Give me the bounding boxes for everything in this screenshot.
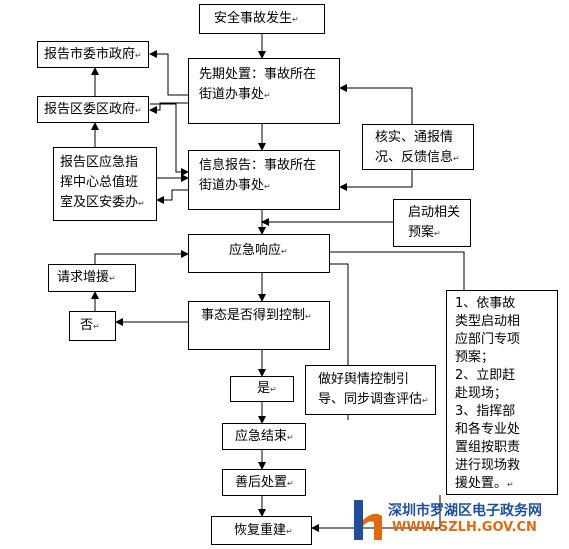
paragraph-mark: ↵ xyxy=(135,106,142,115)
node-text-line: 事态是否得到控制↵ xyxy=(201,308,312,323)
site-logo: 深圳市罗湖区电子政务网 WWW.SZLH.GOV.CN xyxy=(352,494,569,549)
node-text-line: 核实、通报情 xyxy=(375,130,454,145)
paragraph-mark: ↵ xyxy=(281,247,288,256)
edge-info-center xyxy=(156,189,188,204)
node-text-line: 是↵ xyxy=(257,381,277,396)
paragraph-mark: ↵ xyxy=(292,15,299,24)
node-report-district: 报告区委区政府↵ xyxy=(37,96,149,123)
node-text-line: 做好舆情控制引 xyxy=(318,372,410,387)
node-text-line: 否↵ xyxy=(80,318,100,333)
paragraph-mark: ↵ xyxy=(422,396,429,405)
edge-verify-initial xyxy=(339,84,413,124)
paragraph-mark: ↵ xyxy=(135,51,142,60)
node-response-actions: 1、依事故类型启动相应部门专项预案； 2、立即赶赴现场； 3、指挥部和各专业处置组按… xyxy=(446,290,558,495)
edge-district-info xyxy=(150,103,189,176)
node-text-line: 3、指挥部 xyxy=(455,404,516,419)
edge-reinforce-response xyxy=(94,250,189,264)
paragraph-mark: ↵ xyxy=(287,433,294,442)
node-text-line: 1、依事故 xyxy=(455,296,516,311)
paragraph-mark: ↵ xyxy=(286,527,293,536)
paragraph-mark: ↵ xyxy=(270,385,277,394)
node-emergency-end: 应急结束↵ xyxy=(222,423,306,450)
edge-initial-district xyxy=(149,102,188,114)
node-text-line: 街道办事处↵ xyxy=(199,178,271,193)
node-text-line: 进行现场救 xyxy=(455,458,521,473)
node-text-line: 先期处置：事故所在 xyxy=(199,67,317,82)
node-text-line: 导、同步调查评估↵ xyxy=(318,392,429,407)
node-text-line: 请求增援↵ xyxy=(57,270,116,285)
logo-mark-icon xyxy=(354,500,382,540)
paragraph-mark: ↵ xyxy=(305,312,312,321)
node-text-line: 报告区委区政府↵ xyxy=(44,102,142,117)
node-rebuild: 恢复重建↵ xyxy=(211,516,312,545)
node-text-line: 启动相关 xyxy=(408,205,461,220)
node-text-line: 援处置。↵ xyxy=(455,476,514,491)
node-info-report: 信息报告：事故所在街道办事处↵ xyxy=(188,150,340,210)
node-request-reinforcement: 请求增援↵ xyxy=(48,264,136,292)
paragraph-mark: ↵ xyxy=(93,322,100,331)
node-text-line: 置组按职责 xyxy=(455,440,521,455)
node-public-opinion: 做好舆情控制引导、同步调查评估↵ xyxy=(305,365,436,415)
node-text-line: 恢复重建↵ xyxy=(234,523,293,538)
edge-initial-city xyxy=(149,50,188,96)
node-text-line: 报告市委市政府↵ xyxy=(44,47,142,62)
node-text-line: 报告区应急指 xyxy=(60,155,139,170)
node-verify-report: 核实、通报情况、反馈信息↵ xyxy=(362,124,474,170)
node-text-line: 应急响应↵ xyxy=(229,243,288,258)
node-text-line: 预案↵ xyxy=(408,225,441,240)
node-activate-plan: 启动相关预案↵ xyxy=(393,199,471,247)
node-text-line: 类型启动相 xyxy=(455,314,521,329)
node-text-line: 街道办事处↵ xyxy=(199,87,271,102)
paragraph-mark: ↵ xyxy=(264,182,271,191)
node-aftermath: 善后处置↵ xyxy=(222,469,306,496)
paragraph-mark: ↵ xyxy=(453,154,460,163)
edge-response-actions xyxy=(330,251,465,290)
logo-name: 深圳市罗湖区电子政务网 xyxy=(388,503,542,519)
paragraph-mark: ↵ xyxy=(264,91,271,100)
node-text-line: 安全事故发生↵ xyxy=(214,11,299,26)
node-text-line: 信息报告：事故所在 xyxy=(199,158,317,173)
node-text-line: 室及区安委办↵ xyxy=(60,195,145,210)
paragraph-mark: ↵ xyxy=(138,199,145,208)
node-text-line: 赴现场； xyxy=(455,386,508,401)
paragraph-mark: ↵ xyxy=(507,480,514,489)
node-text-line: 应急结束↵ xyxy=(235,429,294,444)
node-text-line: 况、反馈信息↵ xyxy=(375,150,460,165)
node-text-line: 应部门专项 xyxy=(455,332,521,347)
edge-verify-info xyxy=(339,170,413,191)
node-initial-handling: 先期处置：事故所在街道办事处↵ xyxy=(188,58,340,124)
node-text-line: 2、立即赶 xyxy=(455,368,516,383)
node-text-line: 预案； xyxy=(455,350,495,365)
node-report-city: 报告市委市政府↵ xyxy=(37,41,149,68)
node-yes: 是↵ xyxy=(230,376,294,402)
node-is-controlled: 事态是否得到控制↵ xyxy=(188,301,330,350)
paragraph-mark: ↵ xyxy=(287,479,294,488)
node-text-line: 善后处置↵ xyxy=(235,475,294,490)
node-emergency-response: 应急响应↵ xyxy=(188,234,330,273)
node-text-line: 和各专业处 xyxy=(455,422,521,437)
node-accident-occurs: 安全事故发生↵ xyxy=(199,4,325,34)
node-text-line: 挥中心总值班 xyxy=(60,175,139,190)
node-no: 否↵ xyxy=(69,311,116,341)
paragraph-mark: ↵ xyxy=(109,274,116,283)
logo-url: WWW.SZLH.GOV.CN xyxy=(392,520,537,535)
node-report-command-center: 报告区应急指挥中心总值班室及区安委办↵ xyxy=(53,147,157,221)
paragraph-mark: ↵ xyxy=(434,229,441,238)
